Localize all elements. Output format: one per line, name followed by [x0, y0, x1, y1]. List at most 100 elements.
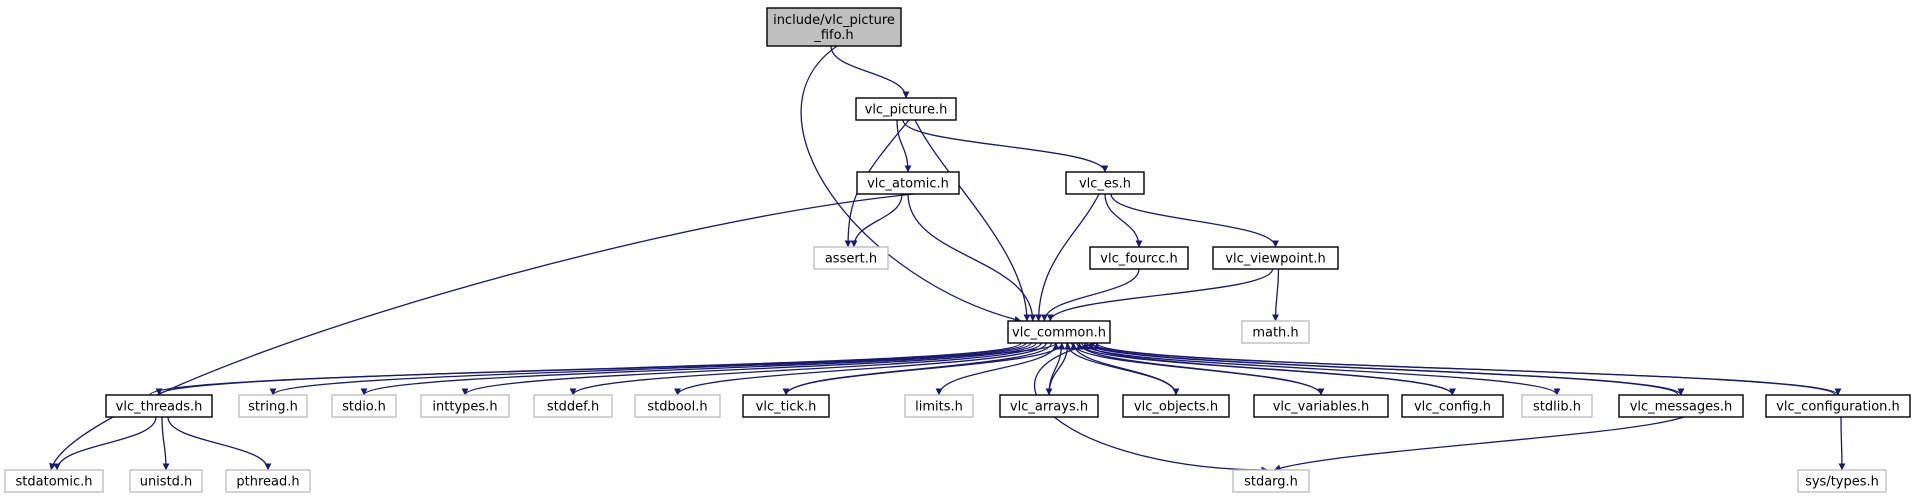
- node-label: stdio.h: [342, 400, 386, 415]
- node-vlc-picture[interactable]: vlc_picture.h: [855, 97, 957, 121]
- node-label: vlc_messages.h: [1630, 400, 1733, 415]
- edge-vlc_picture-to-vlc_es: [902, 119, 1109, 173]
- node-vlc-atomic[interactable]: vlc_atomic.h: [856, 171, 960, 195]
- edge-root-to-vlc_picture: [830, 45, 910, 99]
- edge-vlc_picture-to-vlc_common: [914, 119, 1031, 322]
- node-box: [1232, 469, 1310, 493]
- edge-vlc_viewpoint-to-math: [1272, 268, 1280, 322]
- node-vlc-messages[interactable]: vlc_messages.h: [1618, 394, 1744, 418]
- node-label: inttypes.h: [432, 400, 497, 415]
- node-label: vlc_picture.h: [865, 103, 948, 118]
- edges-layer: [49, 45, 1846, 474]
- node-vlc-es[interactable]: vlc_es.h: [1065, 171, 1145, 195]
- node-label: vlc_objects.h: [1134, 400, 1218, 415]
- edge-vlc_common-to-string: [269, 342, 1027, 396]
- node-vlc-config[interactable]: vlc_config.h: [1401, 394, 1504, 418]
- node-vlc-configuration[interactable]: vlc_configuration.h: [1765, 394, 1911, 418]
- node-root[interactable]: include/vlc_picture_fifo.h: [766, 7, 902, 47]
- node-vlc-arrays[interactable]: vlc_arrays.h: [999, 394, 1099, 418]
- node-stddef: stddef.h: [533, 394, 613, 418]
- node-label: vlc_viewpoint.h: [1225, 252, 1325, 267]
- edge-vlc_arrays-to-vlc_common: [1048, 342, 1072, 396]
- edge-vlc_variables-to-vlc_common: [1075, 342, 1322, 396]
- node-box: [999, 394, 1099, 418]
- node-box: [855, 97, 957, 121]
- node-box: [129, 469, 203, 493]
- node-box: [1007, 320, 1111, 344]
- edge-vlc_es-to-vlc_common: [1035, 193, 1100, 322]
- node-box: [742, 394, 830, 418]
- edge-vlc_configuration-to-sys_types: [1838, 416, 1846, 471]
- node-stdlib: stdlib.h: [1521, 394, 1593, 418]
- node-box: [1401, 394, 1504, 418]
- edge-vlc_common-to-inttypes: [461, 342, 1037, 396]
- node-box: [1253, 394, 1389, 418]
- node-label: string.h: [248, 400, 298, 415]
- node-label: stdlib.h: [1533, 400, 1581, 415]
- node-vlc-viewpoint[interactable]: vlc_viewpoint.h: [1212, 246, 1339, 270]
- node-box: [533, 394, 613, 418]
- edge-root-to-vlc_common: [800, 45, 1022, 323]
- node-label: vlc_variables.h: [1273, 400, 1370, 415]
- edge-vlc_atomic-to-assert: [850, 193, 903, 248]
- edge-vlc_configuration-to-vlc_common: [1093, 342, 1836, 396]
- node-label: unistd.h: [140, 475, 193, 490]
- node-unistd: unistd.h: [129, 469, 203, 493]
- node-label: vlc_threads.h: [116, 400, 203, 415]
- node-box: [1065, 171, 1145, 195]
- node-inttypes: inttypes.h: [420, 394, 510, 418]
- edge-vlc_fourcc-to-vlc_common: [1040, 268, 1140, 322]
- edge-vlc_atomic-to-stdatomic: [49, 193, 915, 471]
- node-label: vlc_arrays.h: [1010, 400, 1088, 415]
- node-box: [331, 394, 397, 418]
- node-label: stdarg.h: [1244, 475, 1298, 490]
- node-box: [1241, 320, 1310, 344]
- node-box: [904, 394, 974, 418]
- node-sys-types: sys/types.h: [1797, 469, 1887, 493]
- node-label: pthread.h: [236, 475, 299, 490]
- node-label: _fifo.h: [813, 28, 853, 43]
- node-pthread: pthread.h: [225, 469, 311, 493]
- node-vlc-threads[interactable]: vlc_threads.h: [105, 394, 213, 418]
- edge-vlc_config-to-vlc_common: [1081, 342, 1454, 396]
- node-label: include/vlc_picture: [773, 13, 895, 28]
- node-box: [420, 394, 510, 418]
- node-vlc-tick[interactable]: vlc_tick.h: [742, 394, 830, 418]
- node-label: vlc_atomic.h: [867, 177, 949, 192]
- node-label: stddef.h: [547, 400, 599, 415]
- edge-vlc_threads-to-stdatomic: [53, 416, 157, 471]
- node-vlc-objects[interactable]: vlc_objects.h: [1122, 394, 1230, 418]
- edge-vlc_common-to-stdbool: [674, 342, 1047, 396]
- nodes-layer: include/vlc_picture_fifo.h vlc_picture.hv…: [4, 7, 1911, 493]
- edge-vlc_messages-to-vlc_common: [1087, 342, 1679, 396]
- node-label: stdatomic.h: [16, 475, 93, 490]
- node-stdio: stdio.h: [331, 394, 397, 418]
- edge-vlc_viewpoint-to-vlc_common: [1046, 268, 1274, 322]
- edge-vlc_tick-to-vlc_common: [785, 342, 1066, 396]
- edge-vlc_threads-to-pthread: [167, 416, 272, 471]
- node-label: vlc_config.h: [1414, 400, 1491, 415]
- node-stdarg: stdarg.h: [1232, 469, 1310, 493]
- node-label: vlc_tick.h: [756, 400, 817, 415]
- node-vlc-fourcc[interactable]: vlc_fourcc.h: [1089, 246, 1189, 270]
- edge-vlc_es-to-vlc_viewpoint: [1110, 193, 1279, 248]
- node-label: vlc_configuration.h: [1776, 400, 1900, 415]
- node-box: [238, 394, 308, 418]
- node-limits: limits.h: [904, 394, 974, 418]
- edge-vlc_threads-to-vlc_common: [149, 342, 1060, 396]
- edge-vlc_es-to-vlc_fourcc: [1104, 193, 1143, 248]
- node-box: [634, 394, 721, 418]
- node-vlc-common[interactable]: vlc_common.h: [1007, 320, 1111, 344]
- node-stdatomic: stdatomic.h: [4, 469, 104, 493]
- node-box: [4, 469, 104, 493]
- edge-vlc_picture-to-vlc_atomic: [896, 119, 912, 173]
- node-box: [813, 246, 889, 270]
- edge-vlc_threads-to-unistd: [161, 416, 170, 471]
- node-box: [856, 171, 960, 195]
- node-vlc-variables[interactable]: vlc_variables.h: [1253, 394, 1389, 418]
- node-box: [1089, 246, 1189, 270]
- node-box: [766, 7, 902, 47]
- edge-vlc_messages-to-stdarg: [1273, 416, 1685, 472]
- node-label: assert.h: [825, 252, 877, 267]
